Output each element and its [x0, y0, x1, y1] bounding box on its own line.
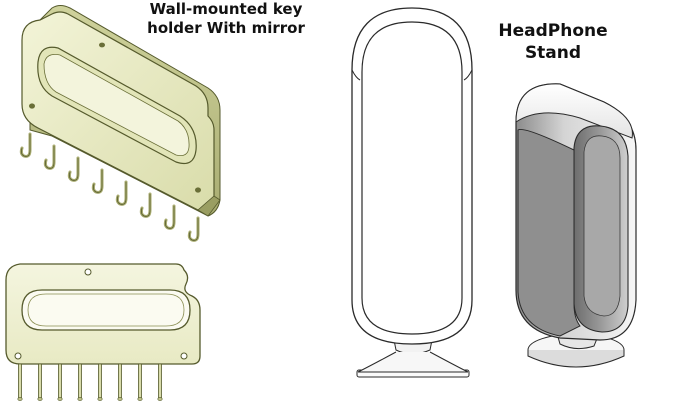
mount-hole-left: [29, 103, 35, 109]
key-hook-front: [58, 363, 62, 399]
key-hook-iso-outline: [116, 182, 127, 205]
front-hole-top: [84, 268, 92, 276]
key-hook-front-tip: [137, 397, 143, 401]
key-hook-iso: [139, 192, 152, 218]
key-hook-front-tip: [157, 397, 163, 401]
hook-row-front: [17, 363, 163, 401]
stand-ear-left: [351, 69, 361, 81]
key-hook-iso: [187, 216, 200, 242]
iso-inner-back-wall: [583, 135, 621, 317]
iso-base-rim: [527, 350, 625, 368]
key-hook-front: [118, 363, 122, 399]
front-mirror-outer: [21, 289, 191, 331]
mirror-inner-recess: [43, 54, 190, 157]
stand-base-flare: [357, 351, 469, 373]
mount-hole-right: [195, 187, 201, 193]
iso-side-panel: [517, 128, 581, 337]
key-holder-title: Wall-mounted key holder With mirror: [147, 0, 305, 37]
hook-row-isometric: [19, 132, 200, 242]
key-hook-iso-outline: [140, 194, 151, 217]
key-hook-iso: [91, 168, 104, 194]
key-hook-iso-outline: [188, 218, 199, 241]
key-hook-iso-outline: [20, 134, 31, 157]
key-holder-front-view: [5, 263, 201, 401]
key-hook-front-tip: [117, 397, 123, 401]
key-hook-front-tip: [97, 397, 103, 401]
key-hook-front-tip: [57, 397, 63, 401]
key-hook-iso-outline: [44, 146, 55, 169]
key-hook-front: [98, 363, 102, 399]
key-hook-iso-outline: [68, 158, 79, 181]
key-holder-bottom-edge: [197, 195, 221, 217]
stand-loop-inner: [361, 21, 463, 335]
key-hook-iso: [115, 180, 128, 206]
headphone-stand-front-view: [351, 7, 473, 378]
key-hook-iso-outline: [164, 206, 175, 229]
headphone-stand-isometric-view: [515, 83, 637, 368]
key-hook-front: [78, 363, 82, 399]
key-hook-front-tip: [77, 397, 83, 401]
key-hook-iso: [43, 144, 56, 170]
key-holder-isometric-view: [19, 5, 221, 242]
key-hook-iso: [19, 132, 32, 158]
front-mirror-inner: [27, 293, 185, 327]
key-hook-front: [138, 363, 142, 399]
key-hook-front-tip: [17, 397, 23, 401]
headphone-stand-title: HeadPhone Stand: [498, 21, 608, 63]
key-hook-front-tip: [37, 397, 43, 401]
stand-ear-right: [463, 69, 473, 81]
key-hook-front: [38, 363, 42, 399]
key-hook-front: [158, 363, 162, 399]
iso-top-surface: [515, 83, 633, 139]
key-hook-front: [18, 363, 22, 399]
front-hole-left: [14, 352, 22, 360]
front-hole-right: [180, 352, 188, 360]
key-hook-iso: [67, 156, 80, 182]
key-hook-iso: [163, 204, 176, 230]
mount-hole-top: [99, 42, 105, 48]
key-hook-iso-outline: [92, 170, 103, 193]
